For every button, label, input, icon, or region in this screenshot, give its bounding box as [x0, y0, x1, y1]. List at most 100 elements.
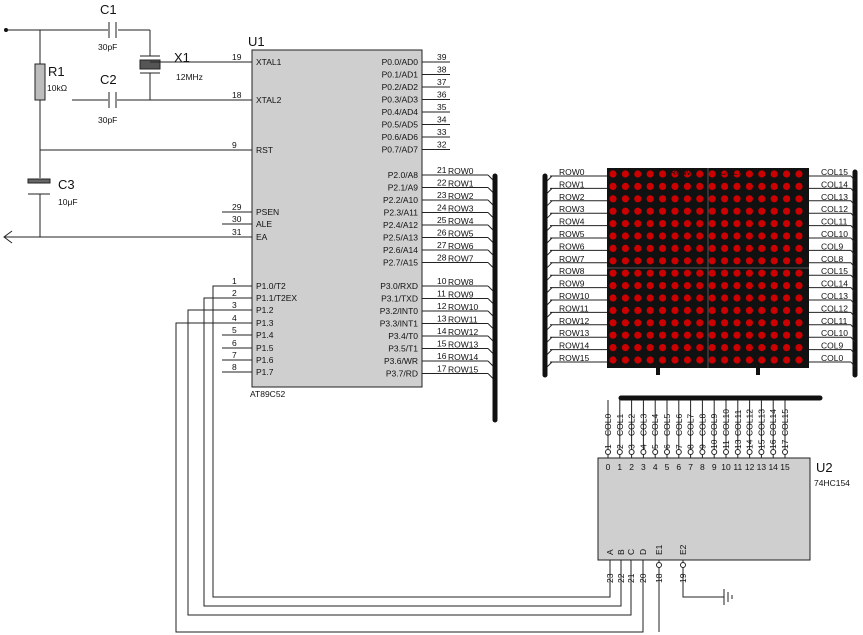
mcu-pin-name: XTAL1 — [256, 57, 282, 67]
led-dot — [696, 319, 704, 327]
decoder-output-net: COL12 — [745, 409, 755, 436]
matrix-stub-right — [756, 368, 760, 375]
led-dot — [783, 207, 791, 215]
led-dot — [733, 344, 741, 352]
led-dot — [609, 170, 617, 178]
row-net-bus-entry — [487, 323, 494, 329]
matrix-col-label: COL12 — [821, 204, 848, 214]
led-dot — [758, 282, 766, 290]
decoder-output-bubble — [616, 449, 623, 455]
led-dot — [758, 232, 766, 240]
led-dot — [634, 319, 642, 327]
decoder-output-pin: 12 — [745, 462, 755, 472]
decoder-output-net: COL5 — [662, 414, 672, 436]
matrix-row-bus-entry — [546, 262, 553, 269]
led-dot — [708, 170, 716, 178]
row-net-label: ROW1 — [448, 179, 474, 189]
led-dot — [634, 356, 642, 364]
led-dot — [758, 170, 766, 178]
led-dot — [721, 331, 729, 339]
mcu-pin-name: P1.2 — [256, 305, 274, 315]
led-dot — [733, 294, 741, 302]
led-dot — [683, 257, 692, 265]
decoder-output-bubble — [675, 449, 682, 455]
decoder-output-net: COL13 — [756, 409, 766, 436]
row-net-label: ROW0 — [448, 166, 474, 176]
led-dot — [659, 344, 667, 352]
decoder-output-net: COL11 — [733, 409, 743, 436]
led-dot — [770, 356, 778, 364]
led-dot — [721, 207, 729, 215]
row-net-bus-entry — [487, 224, 494, 231]
led-dot — [733, 170, 741, 178]
led-dot — [745, 195, 754, 203]
decoder-ref: U2 — [816, 460, 833, 475]
matrix-col-bus-entry — [850, 361, 856, 368]
led-dot — [770, 306, 778, 314]
row-net-label: ROW12 — [448, 327, 479, 337]
mcu-pin-name: XTAL2 — [256, 95, 282, 105]
led-dot — [721, 170, 729, 178]
mcu-pin-name: P2.0/A8 — [388, 170, 419, 180]
led-dot — [609, 244, 617, 252]
mcu-pin-name: P0.1/AD1 — [382, 70, 419, 80]
led-dot — [721, 269, 729, 277]
mcu-pin-number: 13 — [437, 314, 447, 324]
led-dot — [621, 170, 630, 178]
led-dot — [721, 182, 729, 190]
mcu-pin-name: P3.4/T0 — [388, 331, 418, 341]
led-dot — [708, 319, 716, 327]
led-dot — [696, 331, 704, 339]
decoder-output-pin: 10 — [721, 462, 731, 472]
decoder-output-pin: 4 — [653, 462, 658, 472]
matrix-row-label: ROW0 — [559, 167, 585, 177]
led-dot — [708, 232, 716, 240]
led-dot — [783, 244, 791, 252]
led-dot — [634, 182, 642, 190]
matrix-col-label: COL13 — [821, 192, 848, 202]
decoder-part: 74HC154 — [814, 478, 850, 488]
matrix-col-label: COL13 — [821, 291, 848, 301]
matrix-row-bus-entry — [546, 349, 553, 355]
decoder-output-net: COL2 — [627, 414, 637, 436]
mcu-pin-number: 5 — [232, 325, 237, 335]
mcu-pin-name: P1.6 — [256, 355, 274, 365]
decoder-output-number: 2 — [615, 444, 625, 449]
mcu-pin-number: 19 — [232, 52, 242, 62]
led-dot — [745, 220, 754, 228]
matrix-col-bus-entry — [850, 274, 856, 281]
decoder-output-number: 5 — [650, 444, 660, 449]
row-net-bus-entry — [487, 187, 494, 193]
led-dot — [696, 294, 704, 302]
led-dot — [683, 182, 692, 190]
led-dot — [721, 257, 729, 265]
decoder-output-net: COL9 — [709, 414, 719, 436]
led-dot — [659, 182, 667, 190]
matrix-col-label: COL9 — [821, 241, 843, 251]
led-dot — [683, 207, 692, 215]
matrix-col-bus-entry — [850, 287, 856, 293]
led-dot — [671, 356, 679, 364]
matrix-col-label: COL10 — [821, 328, 848, 338]
led-dot — [733, 207, 741, 215]
led-dot — [696, 356, 704, 364]
decoder-output-bubble — [628, 449, 635, 455]
led-dot — [659, 232, 667, 240]
led-dot — [795, 282, 803, 290]
led-dot — [683, 232, 692, 240]
led-dot — [696, 182, 704, 190]
mcu-pin-number: 29 — [232, 202, 242, 212]
mcu-pin-number: 3 — [232, 300, 237, 310]
row-net-label: ROW8 — [448, 277, 474, 287]
led-dot — [609, 269, 617, 277]
led-dot — [770, 257, 778, 265]
mcu-pin-number: 8 — [232, 362, 237, 372]
led-dot — [758, 244, 766, 252]
led-dot — [609, 294, 617, 302]
c1-value: 30pF — [98, 42, 117, 52]
mcu-pin-name: P2.4/A12 — [383, 220, 418, 230]
led-dot — [696, 282, 704, 290]
decoder-output-bubble — [605, 449, 611, 455]
led-dot — [758, 269, 766, 277]
led-dot — [609, 356, 617, 364]
